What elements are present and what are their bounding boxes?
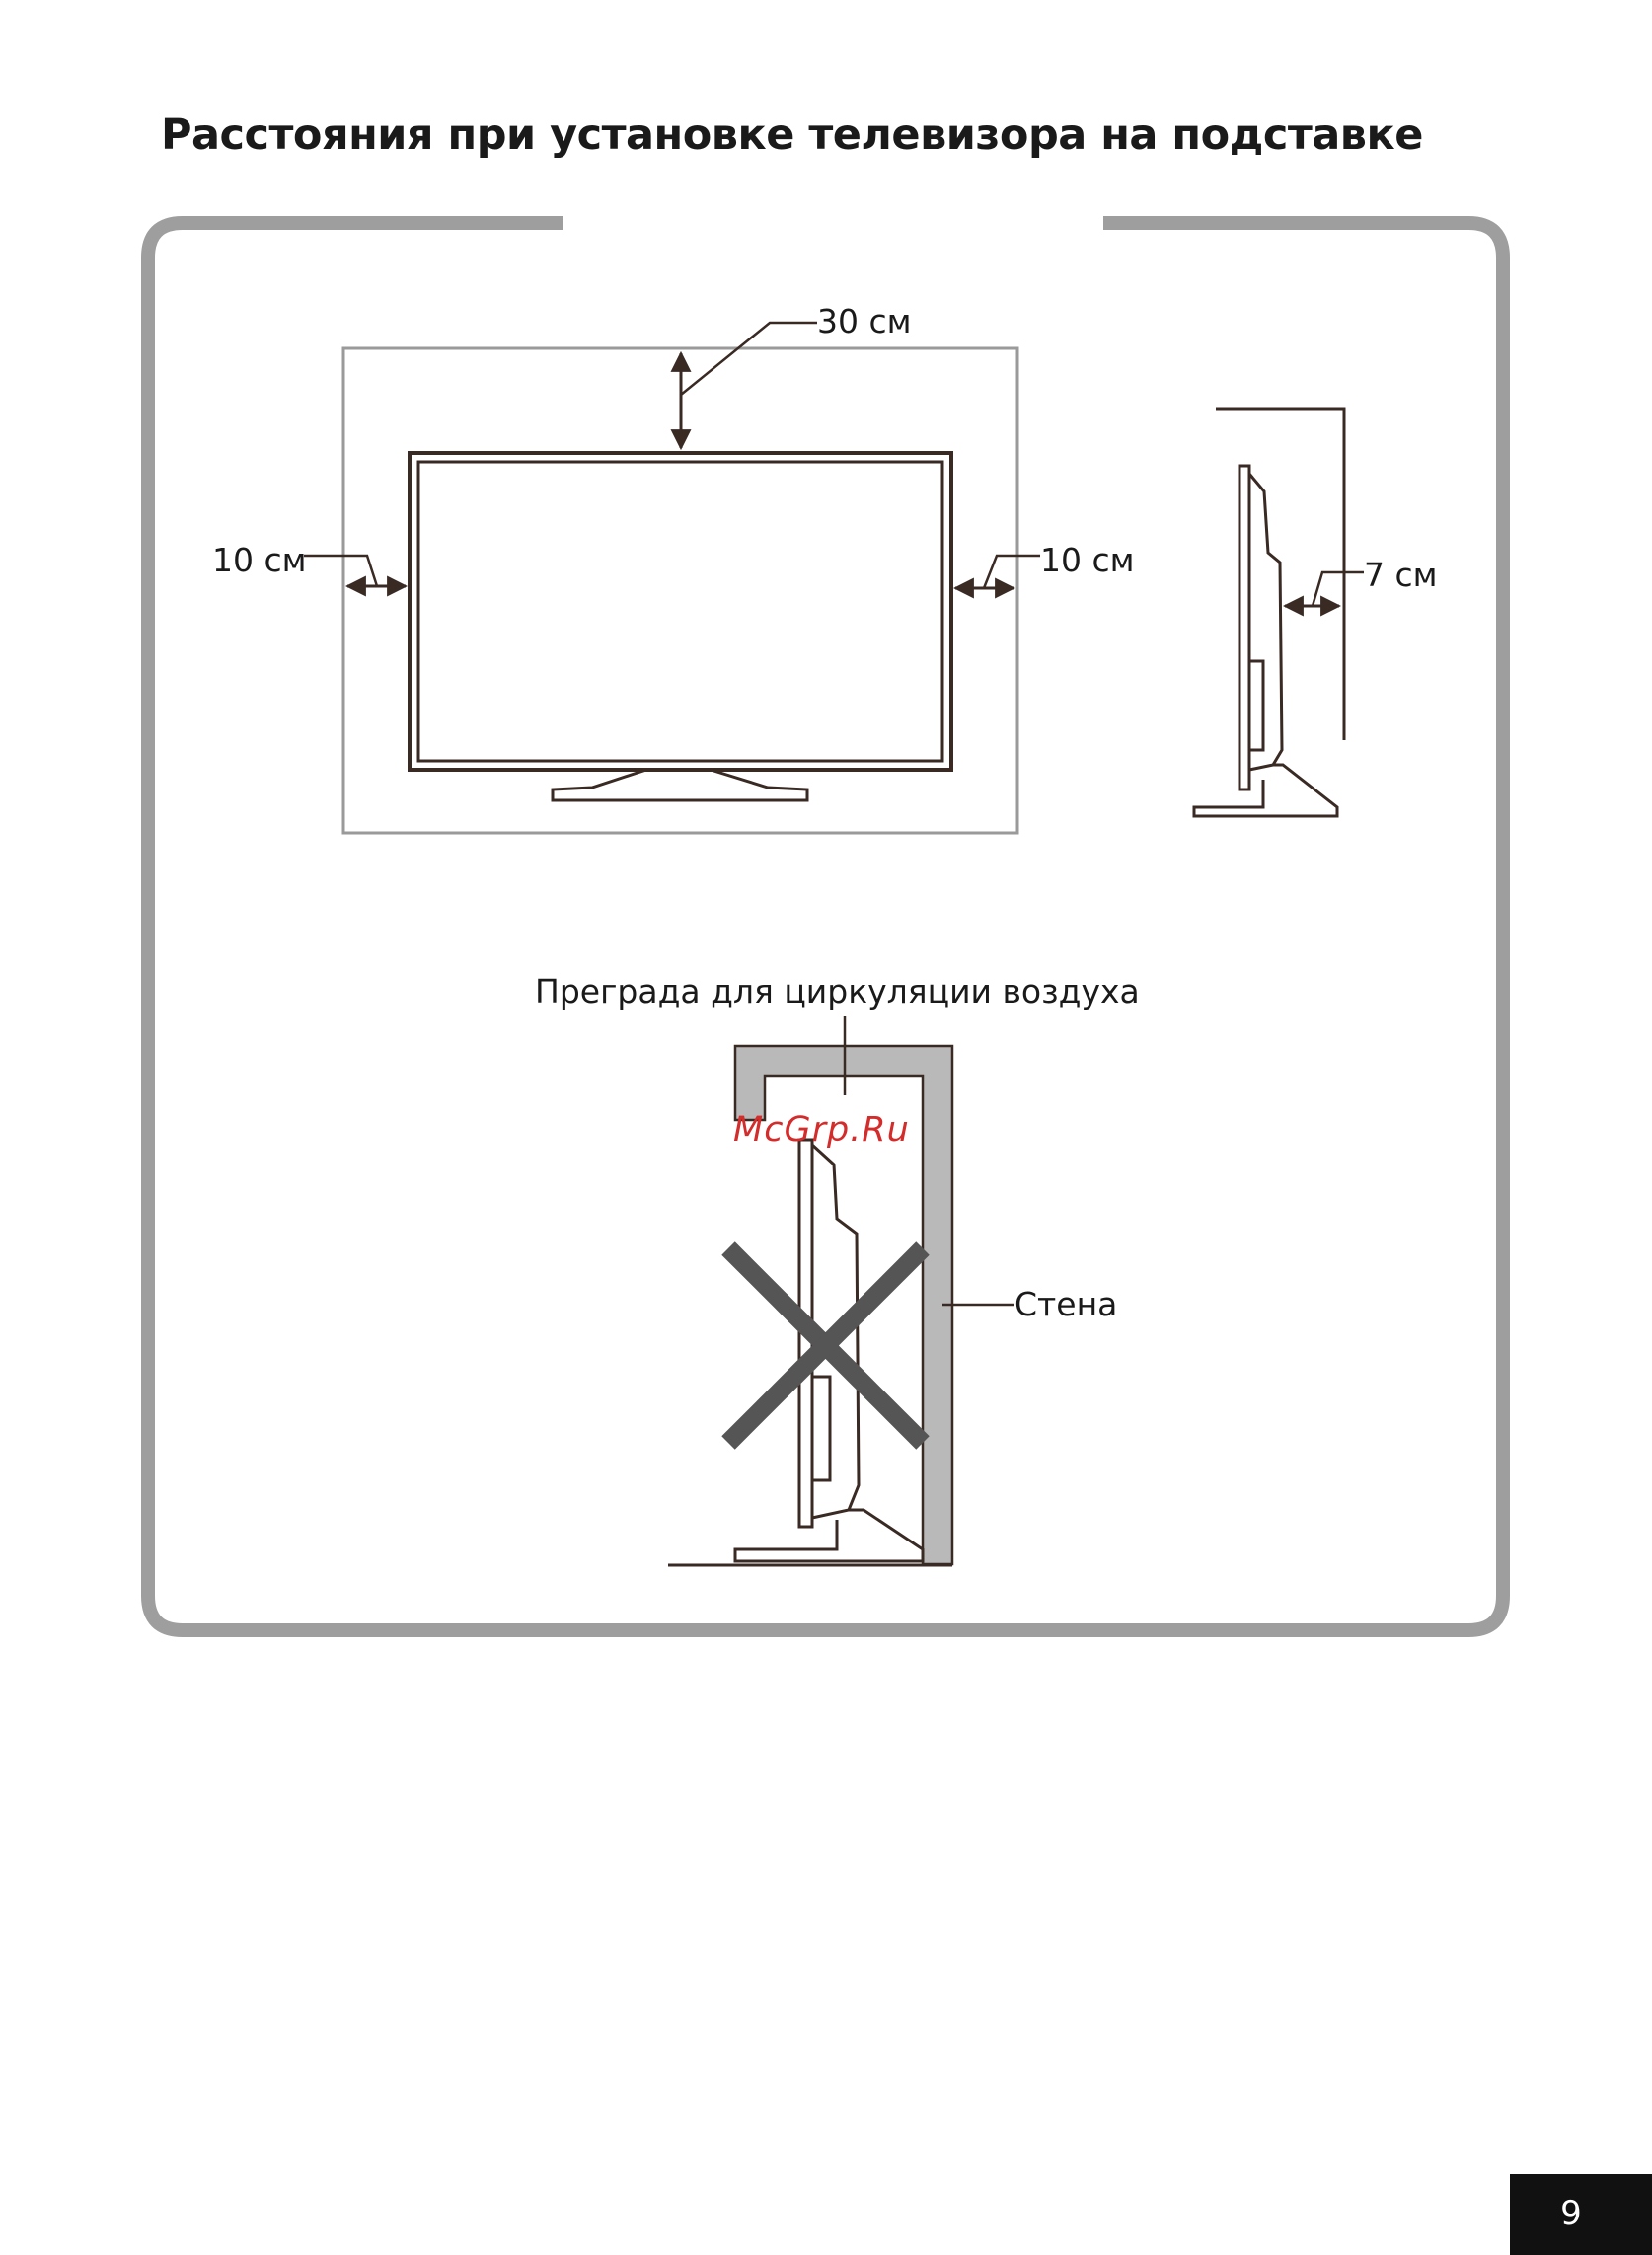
right-clearance-label: 10 см bbox=[1040, 541, 1135, 579]
niche-tv-stand bbox=[735, 1510, 923, 1561]
side-tv-back bbox=[1249, 474, 1282, 770]
side-tv-stand bbox=[1194, 765, 1337, 816]
top-clearance-leader bbox=[681, 323, 817, 395]
wall-label: Стена bbox=[1014, 1285, 1117, 1323]
outer-frame bbox=[148, 223, 1503, 1630]
left-clearance-label: 10 см bbox=[212, 541, 307, 579]
side-view bbox=[1194, 409, 1364, 816]
page-number: 9 bbox=[1510, 2194, 1632, 2233]
tv-stand bbox=[553, 770, 807, 800]
barrier-label: Преграда для циркуляции воздуха bbox=[535, 972, 1140, 1011]
niche-tv-ports bbox=[812, 1377, 830, 1480]
watermark: McGrp.Ru bbox=[733, 1110, 910, 1150]
obstruction-view bbox=[668, 1016, 1014, 1565]
rear-clearance-leader bbox=[1313, 572, 1364, 606]
top-clearance-label: 30 см bbox=[817, 302, 912, 340]
tv-screen bbox=[418, 462, 942, 761]
left-clearance-leader bbox=[304, 556, 377, 586]
rear-clearance-label: 7 см bbox=[1364, 556, 1438, 594]
page-number-box: 9 bbox=[1510, 2174, 1652, 2255]
front-view bbox=[304, 323, 1040, 833]
right-clearance-leader bbox=[984, 556, 1040, 588]
side-tv-ports bbox=[1249, 661, 1263, 750]
prohibited-cross bbox=[728, 1248, 923, 1443]
tv-outer-frame bbox=[410, 453, 951, 770]
